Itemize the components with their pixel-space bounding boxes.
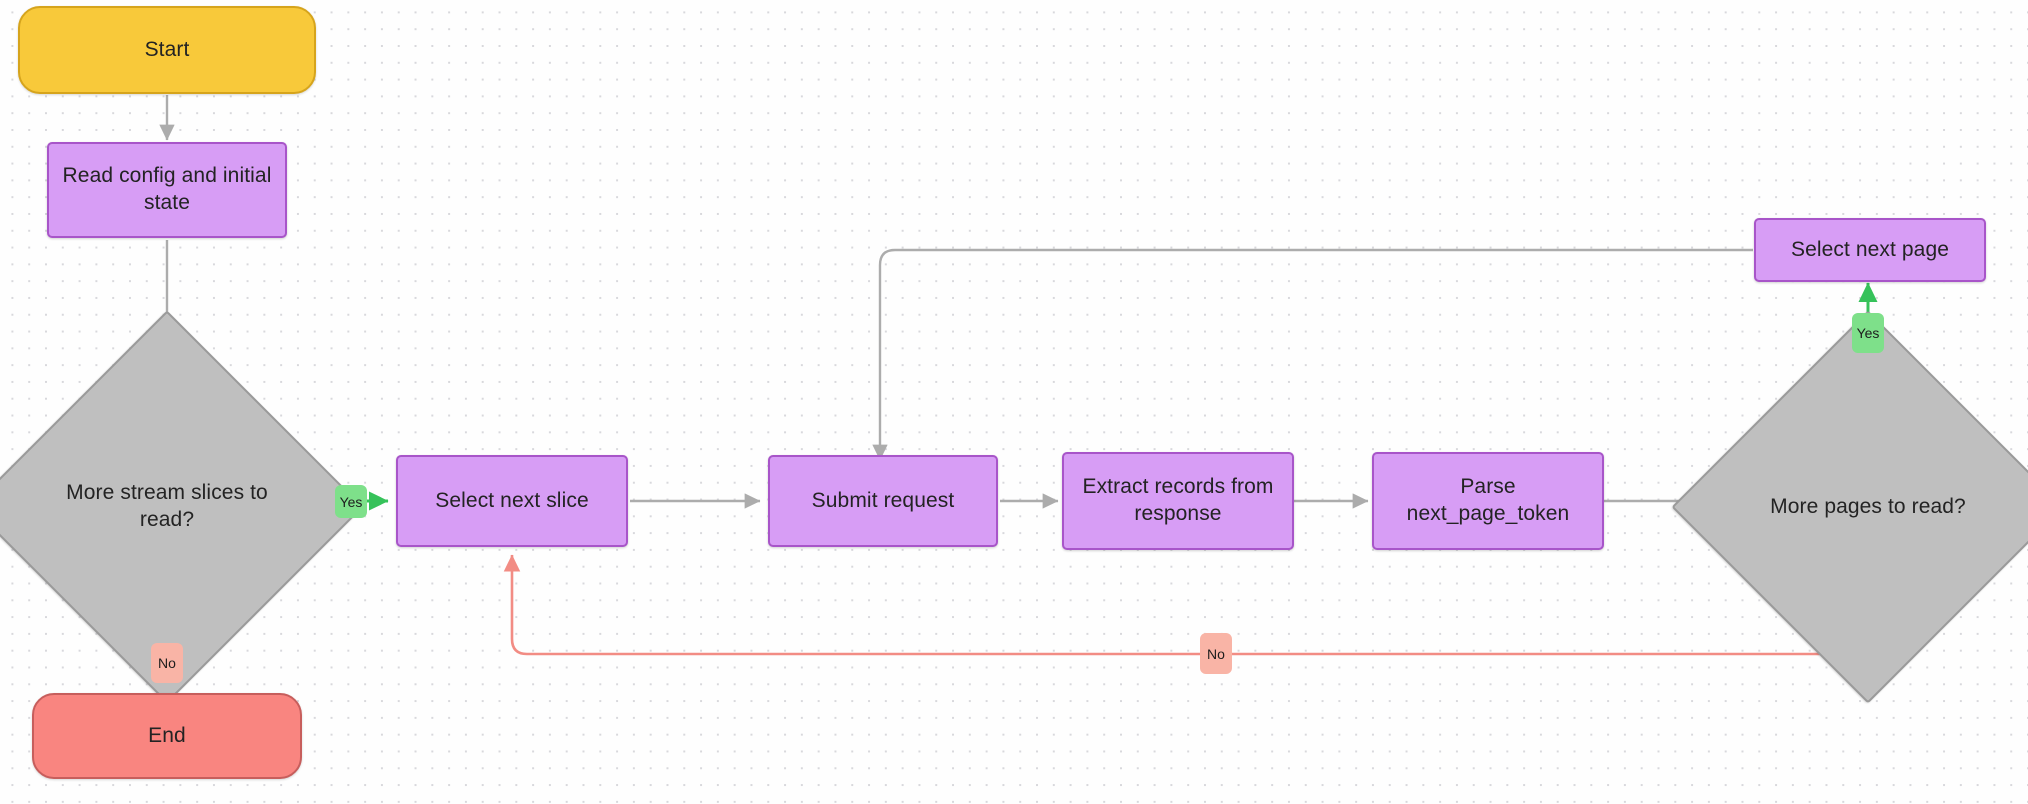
node-select-next-slice-label: Select next slice	[435, 488, 589, 512]
node-read-config-label: Read config and initial state	[62, 164, 272, 214]
edge-label-no-pages-text: No	[1207, 645, 1225, 662]
edge-select-page-to-submit-request	[872, 248, 1753, 461]
edge-label-no-pages: No	[1200, 633, 1232, 674]
edge-label-no-slices: No	[151, 643, 183, 683]
node-select-next-slice[interactable]: Select next slice	[396, 455, 628, 547]
node-end[interactable]: End	[32, 693, 302, 779]
edge-label-yes-slices-text: Yes	[339, 493, 363, 510]
node-more-stream-slices-label: More stream slices to read?	[66, 481, 268, 531]
node-start-label: Start	[144, 37, 190, 61]
node-select-next-page[interactable]: Select next page	[1754, 218, 1986, 282]
node-submit-request[interactable]: Submit request	[768, 455, 998, 547]
edge-more-pages-to-select-slice	[503, 554, 1870, 656]
node-select-next-page-label: Select next page	[1790, 237, 1950, 261]
node-extract-records[interactable]: Extract records from response	[1062, 452, 1294, 550]
node-more-pages-to-read[interactable]: More pages to read?	[1671, 310, 2028, 704]
edge-label-no-slices-text: No	[158, 655, 176, 671]
node-submit-request-label: Submit request	[811, 488, 955, 512]
node-end-label: End	[148, 723, 186, 747]
edge-label-yes-pages: Yes	[1852, 313, 1884, 353]
node-extract-records-label: Extract records from response	[1082, 475, 1274, 525]
edge-label-yes-pages-text: Yes	[1856, 325, 1880, 341]
node-start[interactable]: Start	[18, 6, 316, 94]
node-parse-next-page-token-label: Parse next_page_token	[1406, 475, 1570, 525]
node-more-pages-to-read-label: More pages to read?	[1770, 494, 1966, 518]
node-read-config[interactable]: Read config and initial state	[47, 142, 287, 238]
edge-label-yes-slices: Yes	[335, 485, 367, 518]
node-parse-next-page-token[interactable]: Parse next_page_token	[1372, 452, 1604, 550]
node-more-stream-slices[interactable]: More stream slices to read?	[0, 310, 364, 704]
